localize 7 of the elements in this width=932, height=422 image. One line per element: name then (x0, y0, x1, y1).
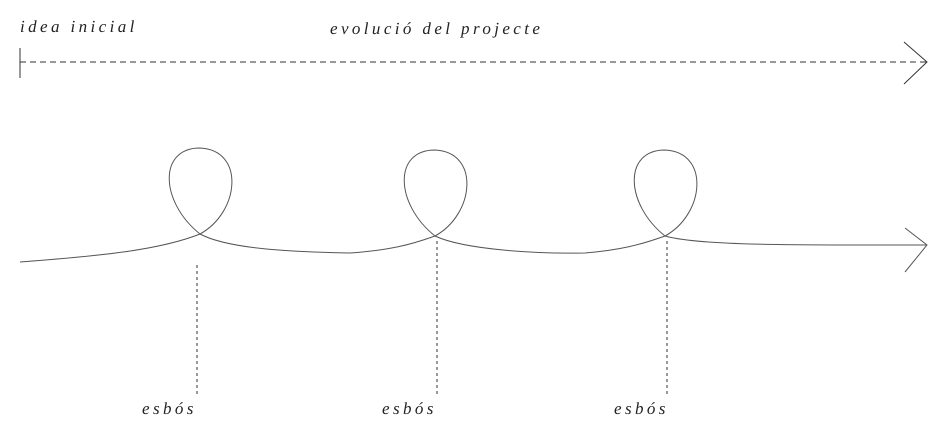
axis-label: evolució del projecte (330, 18, 544, 40)
axis-label: idea inicial (20, 16, 138, 38)
leader-line (666, 240, 668, 394)
sketch-label: esbós (382, 394, 454, 422)
sketch-label: esbós (614, 394, 686, 422)
sketch-label: esbós (142, 394, 214, 422)
leader-line (436, 240, 438, 394)
